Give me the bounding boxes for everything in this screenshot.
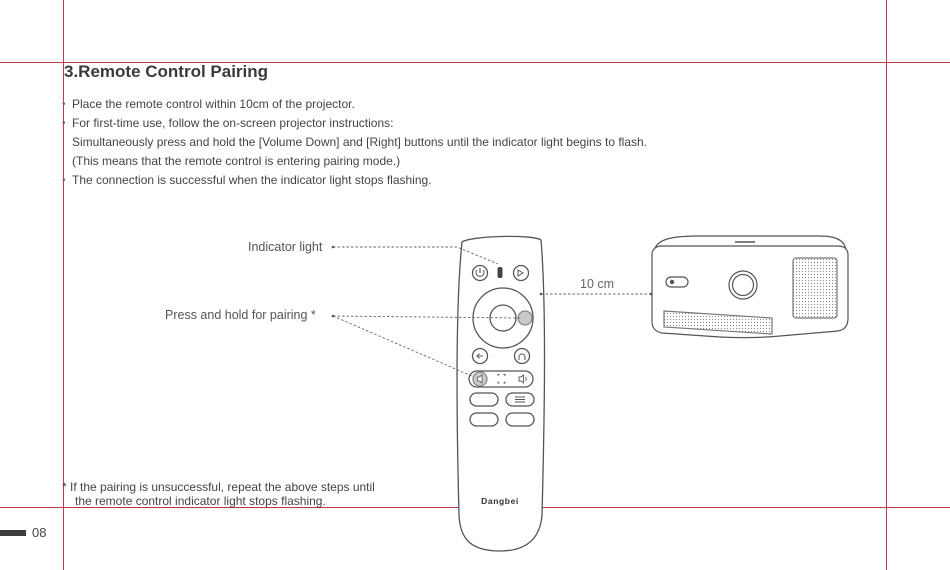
page-number: 08 xyxy=(32,525,47,540)
menu-button xyxy=(505,392,535,407)
sensor-dot-icon xyxy=(669,279,675,285)
volume-up-icon xyxy=(518,374,527,384)
bullet-dot-icon: • xyxy=(62,99,66,110)
remote-control xyxy=(456,235,546,552)
guide-line-right xyxy=(886,0,887,570)
menu-icon xyxy=(515,396,525,403)
lens-inner xyxy=(731,273,755,297)
bullet-text: Place the remote control within 10cm of … xyxy=(72,97,355,111)
distance-label: 10 cm xyxy=(580,277,615,291)
volume-bar xyxy=(468,370,534,388)
pill-button xyxy=(469,392,499,407)
dpad-right-highlight xyxy=(517,310,533,326)
lens-outer xyxy=(728,270,758,300)
guide-line-top xyxy=(0,62,950,63)
indicator-light-label: Indicator light xyxy=(248,240,323,254)
side-speaker-grille xyxy=(792,257,838,319)
bullet-dot-icon: • xyxy=(62,175,66,186)
footnote-line: * If the pairing is unsuccessful, repeat… xyxy=(62,480,375,494)
ok-button xyxy=(489,304,517,332)
guide-line-left xyxy=(63,0,64,570)
footnote-line: the remote control indicator light stops… xyxy=(75,494,326,508)
indicator-light-icon xyxy=(497,267,503,278)
bullet-continuation: (This means that the remote control is e… xyxy=(62,152,647,171)
dpad-ring xyxy=(472,287,534,349)
bullet-dot-icon: • xyxy=(62,118,66,129)
page-title: 3.Remote Control Pairing xyxy=(64,62,269,81)
focus-icon xyxy=(497,374,506,384)
bullet-text: The connection is successful when the in… xyxy=(72,173,432,187)
input-source-icon xyxy=(512,264,530,282)
back-icon xyxy=(471,347,489,365)
leader-dot xyxy=(331,314,335,318)
home-icon xyxy=(513,347,531,365)
remote-brand-logo: Dangbei xyxy=(481,496,519,506)
bullet-item: • Place the remote control within 10cm of… xyxy=(62,95,647,114)
pairing-leader-line-volume xyxy=(332,315,475,378)
pairing-label: Press and hold for pairing * xyxy=(165,308,316,322)
bullet-item: • For first-time use, follow the on-scree… xyxy=(62,114,647,133)
bullet-continuation: Simultaneously press and hold the [Volum… xyxy=(62,133,647,152)
indicator-leader-line xyxy=(333,246,499,265)
leader-dot xyxy=(539,292,543,296)
leader-dot xyxy=(331,245,335,249)
power-icon xyxy=(471,264,489,282)
bullet-item: • The connection is successful when the i… xyxy=(62,171,647,190)
sensor-window xyxy=(665,276,689,288)
instruction-list: • Place the remote control within 10cm of… xyxy=(62,95,647,190)
bullet-text: For first-time use, follow the on-screen… xyxy=(72,116,394,130)
page-number-bar xyxy=(0,530,26,536)
volume-down-icon xyxy=(477,374,483,384)
pill-button xyxy=(505,412,535,427)
callout-lines xyxy=(332,246,651,378)
projector xyxy=(651,235,849,339)
front-speaker-grille xyxy=(663,310,773,335)
footnote: * If the pairing is unsuccessful, repeat… xyxy=(62,480,375,508)
bullet-text: Simultaneously press and hold the [Volum… xyxy=(72,135,648,149)
pill-button xyxy=(469,412,499,427)
bullet-text: (This means that the remote control is e… xyxy=(72,154,401,168)
